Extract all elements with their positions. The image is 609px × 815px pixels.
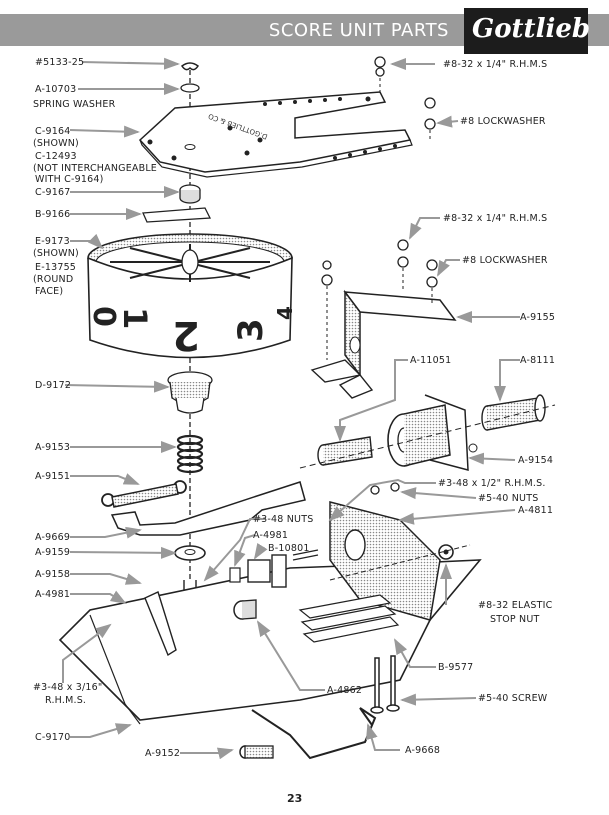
part-a11051-plunger [317, 436, 373, 466]
part-a4811-bracket [329, 501, 441, 621]
page-number: 23 [287, 792, 303, 805]
label-a9158: A-9158 [35, 569, 71, 580]
label-e9173: E-9173 [35, 236, 70, 247]
score-digit: 3 [231, 318, 271, 342]
label-stop-nut-2: STOP NUT [490, 614, 540, 625]
label-c9167: C-9167 [35, 187, 71, 198]
label-a8111: A-8111 [520, 355, 556, 366]
label-a9152: A-9152 [145, 748, 181, 759]
part-8-32-elastic-stop-nut [438, 544, 454, 560]
part-a4862-knob [233, 599, 257, 620]
label-c9164: C-9164 [35, 126, 71, 137]
label-c9170: C-9170 [35, 732, 71, 743]
part-a8111-sleeve [481, 394, 546, 431]
part-a9668-wire [251, 707, 377, 760]
label-b10801: B-10801 [268, 543, 310, 554]
label-e13755: E-13755 [35, 262, 77, 273]
rhms-screws-pair [292, 549, 319, 561]
label-a9151: A-9151 [35, 471, 71, 482]
part-a9158-arm [144, 591, 177, 657]
label-5-40-screw: #5-40 SCREW [478, 693, 548, 704]
score-digit: 4 [273, 306, 297, 320]
label-e9173-note: (SHOWN) [33, 248, 79, 259]
label-a4981-mid: A-4981 [253, 530, 289, 541]
label-rhms-3-16-b: R.H.M.S. [45, 695, 87, 706]
fasteners-8-32 [321, 56, 438, 288]
label-e13755-note2: FACE) [35, 286, 64, 297]
part-c9167-bushing [179, 184, 201, 204]
label-5133-25: #5133-25 [35, 57, 85, 68]
label-rhms-top: #8-32 x 1/4" R.H.M.S [443, 59, 548, 70]
leader-lines [62, 57, 520, 760]
label-a9154: A-9154 [518, 455, 554, 466]
part-a4981-clip [229, 567, 241, 583]
label-c12493-note1: (NOT INTERCHANGEABLE [33, 163, 158, 174]
label-b9166: B-9166 [35, 209, 71, 220]
label-a4862: A-4862 [327, 685, 363, 696]
label-5-40-nuts: #5-40 NUTS [478, 493, 539, 504]
label-a4811: A-4811 [518, 505, 554, 516]
label-lockwasher-mid: #8 LOCKWASHER [462, 255, 548, 266]
part-a9159-washer [174, 545, 206, 561]
label-a9155: A-9155 [520, 312, 556, 323]
label-lockwasher-top: #8 LOCKWASHER [460, 116, 546, 127]
brand-logo: Gottlieb [464, 8, 591, 54]
label-d9172: D-9172 [35, 380, 72, 391]
label-b9577: B-9577 [438, 662, 474, 673]
label-a10703: A-10703 [35, 84, 77, 95]
label-rhms-mid: #8-32 x 1/4" R.H.M.S [443, 213, 548, 224]
part-b10801-terminal [247, 554, 287, 588]
label-3-48-nuts: #3-48 NUTS [253, 514, 314, 525]
label-a11051: A-11051 [410, 355, 452, 366]
part-d9172-gear [167, 371, 213, 414]
score-wheel-digits: 0 1 2 3 4 [86, 306, 297, 358]
label-c9164-note: (SHOWN) [33, 138, 79, 149]
part-5133-25-clip [180, 62, 200, 71]
part-a9155-bracket [310, 289, 457, 399]
label-a9668: A-9668 [405, 745, 441, 756]
score-digit: 2 [172, 312, 200, 358]
page-title: SCORE UNIT PARTS [268, 20, 449, 41]
part-c9164-plate: D.GOTTLIEB & CO [138, 91, 413, 178]
label-rhms-1-2: #3-48 x 1/2" R.H.M.S. [438, 478, 546, 489]
label-e13755-note1: (ROUND [33, 274, 74, 285]
label-a4981-left: A-4981 [35, 589, 71, 600]
label-rhms-3-16: #3-48 x 3/16" [33, 682, 103, 693]
part-a9151-tension-spring [101, 480, 187, 508]
score-digit: 0 [86, 306, 121, 327]
label-stop-nut-1: #8-32 ELASTIC [478, 600, 553, 611]
brand-logo-text: Gottlieb [472, 14, 591, 44]
score-digit: 1 [116, 307, 154, 329]
part-b9166-cam [142, 207, 212, 223]
part-a9152-spring [239, 745, 274, 759]
part-a9153-spring [176, 434, 204, 474]
part-a9669-lever [110, 481, 306, 536]
part-b9577-switch-stack [298, 594, 400, 643]
part-a9154-coil [387, 394, 478, 471]
label-spring-washer: SPRING WASHER [33, 99, 116, 110]
part-e9173-score-wheel [87, 233, 293, 359]
part-a10703-washer [180, 83, 200, 93]
label-c12493: C-12493 [35, 151, 77, 162]
label-a9669: A-9669 [35, 532, 71, 543]
label-c12493-note2: WITH C-9164) [35, 174, 104, 185]
label-a9159: A-9159 [35, 547, 71, 558]
part-5-40-screws [370, 655, 400, 714]
label-a9153: A-9153 [35, 442, 71, 453]
